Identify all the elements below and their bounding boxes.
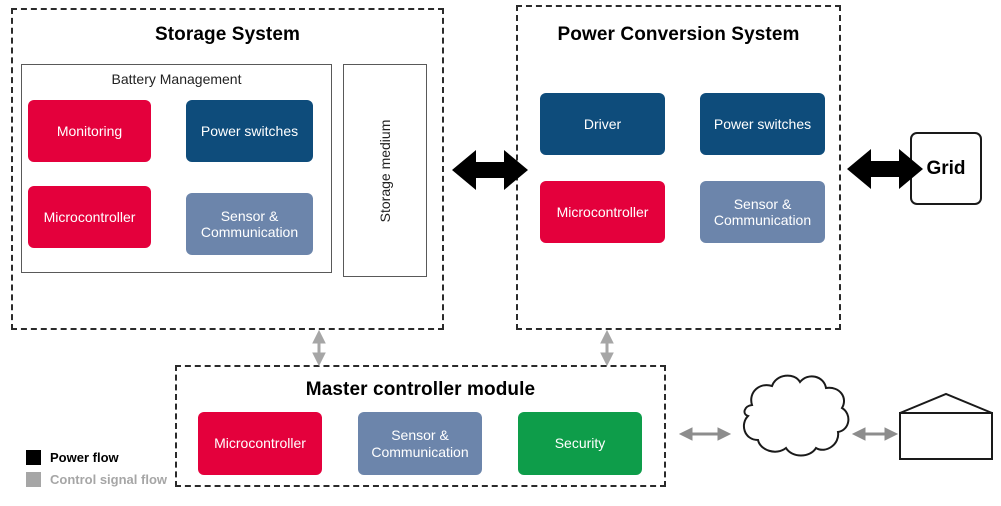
block-power-switches-bms[interactable]: Power switches bbox=[186, 100, 313, 162]
block-label-line1: Sensor & bbox=[391, 427, 449, 444]
block-label: Microcontroller bbox=[43, 208, 136, 225]
block-label: Driver bbox=[583, 115, 622, 132]
block-label: Security bbox=[554, 435, 606, 452]
block-sensor-communication-mcm[interactable]: Sensor & Communication bbox=[358, 412, 482, 475]
storage-medium-box: Storage medium bbox=[343, 64, 427, 277]
block-microcontroller-mcm[interactable]: Microcontroller bbox=[198, 412, 322, 475]
legend-power-flow-label: Power flow bbox=[50, 450, 119, 465]
internet-label: Internet bbox=[764, 410, 816, 427]
storage-medium-label: Storage medium bbox=[377, 119, 393, 222]
block-sensor-communication-bms[interactable]: Sensor & Communication bbox=[186, 193, 313, 255]
block-label: Power switches bbox=[713, 115, 812, 132]
power-conversion-system-container: Power Conversion System bbox=[516, 5, 841, 330]
block-label-line2: Communication bbox=[713, 212, 812, 228]
block-driver[interactable]: Driver bbox=[540, 93, 665, 155]
storage-system-title: Storage System bbox=[154, 24, 300, 45]
power-flow-swatch-icon bbox=[26, 450, 41, 465]
control-arrow-internet-utility-icon bbox=[851, 427, 899, 441]
legend-power-flow: Power flow bbox=[26, 450, 119, 465]
battery-management-title: Battery Management bbox=[111, 71, 242, 87]
block-sensor-communication-pcs[interactable]: Sensor & Communication bbox=[700, 181, 825, 243]
control-arrow-mcm-internet-icon bbox=[678, 427, 732, 441]
block-power-switches-pcs[interactable]: Power switches bbox=[700, 93, 825, 155]
block-microcontroller-pcs[interactable]: Microcontroller bbox=[540, 181, 665, 243]
block-security-mcm[interactable]: Security bbox=[518, 412, 642, 475]
utility-label: Utility bbox=[928, 412, 964, 428]
block-microcontroller-bms[interactable]: Microcontroller bbox=[28, 186, 151, 248]
legend-control-signal-label: Control signal flow bbox=[50, 472, 167, 487]
block-label: Monitoring bbox=[56, 122, 123, 139]
block-label-line1: Sensor & bbox=[220, 207, 279, 224]
control-signal-swatch-icon bbox=[26, 472, 41, 487]
control-arrow-storage-mcm-icon bbox=[312, 329, 326, 367]
grid-box[interactable]: Grid bbox=[910, 132, 982, 205]
block-label: Microcontroller bbox=[214, 435, 306, 452]
grid-label: Grid bbox=[926, 157, 966, 179]
block-label: Microcontroller bbox=[556, 203, 649, 220]
block-monitoring[interactable]: Monitoring bbox=[28, 100, 151, 162]
block-label-line2: Communication bbox=[200, 224, 299, 240]
control-arrow-pcs-mcm-icon bbox=[600, 329, 614, 367]
block-label: Power switches bbox=[200, 122, 299, 139]
legend-control-signal-flow: Control signal flow bbox=[26, 472, 167, 487]
master-controller-module-title: Master controller module bbox=[305, 379, 536, 400]
power-conversion-system-title: Power Conversion System bbox=[557, 24, 800, 45]
block-label-line2: Communication bbox=[371, 443, 469, 460]
block-label-line1: Sensor & bbox=[733, 195, 792, 212]
